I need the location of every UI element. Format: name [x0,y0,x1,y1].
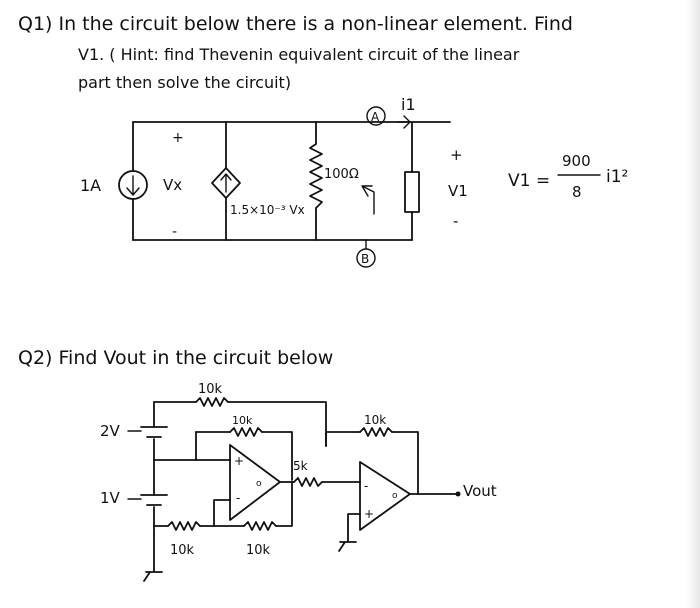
resistor-top-outer-symbol [195,397,229,407]
resistor-bottom-right-symbol [243,521,277,531]
vx-plus-sign: + [172,130,184,146]
opamp1-plus-sign: + [234,454,244,468]
ground-left-icon [143,534,163,582]
current-i1-arrow-icon [397,115,411,129]
q1-circuit: 1A + Vx - 1.5×10⁻³ Vx 100Ω A B i1 + V1 -… [80,95,628,268]
battery-1v-label: 1V [100,489,121,507]
opamp1-symbol [229,444,281,521]
opamp2-plus-sign: + [364,507,374,521]
opamp2-minus-sign: - [364,479,368,493]
equation-numerator: 900 [562,152,591,170]
q2-circuit: 2V 1V 10k 10k + - o 5k [100,382,497,582]
vout-label: Vout [463,482,497,500]
current-source-arrow-icon [126,175,140,196]
resistor-top-outer-label: 10k [198,382,223,397]
v1-plus-sign: + [450,146,463,164]
current-source-label: 1A [80,176,101,195]
resistor-100-label: 100Ω [324,167,359,182]
opamp2-symbol [359,461,411,531]
opamp2-output-mark: o [392,491,398,501]
q1-prompt-line1: Q1) In the circuit below there is a non-… [18,13,573,35]
q2-prompt: Q2) Find Vout in the circuit below [18,347,333,369]
vx-label: Vx [163,176,182,194]
feedback1-wire-right [261,431,293,481]
v1-label: V1 [448,182,468,200]
v1-minus-sign: - [453,212,458,230]
resistor-bottom-left-symbol [167,521,201,531]
node-a-label: A [371,110,380,124]
opamp1-minus-sign: - [236,491,240,505]
equation-denominator: 8 [572,183,582,201]
resistor-feedback1-symbol [229,427,263,437]
resistor-5k-label: 5k [293,459,308,473]
nonlinear-element-symbol [404,171,420,213]
feedback2-wire-right [391,431,419,495]
resistor-feedback2-symbol [359,427,393,437]
vx-minus-sign: - [172,224,177,240]
vout-terminal [455,491,461,497]
resistor-bottom-right-label: 10k [246,543,271,558]
dependent-source-symbol [211,167,241,199]
resistor-feedback1-label: 10k [232,414,253,427]
equation-rhs: i1² [606,167,628,187]
q1-prompt-line3: part then solve the circuit) [78,73,291,92]
resistor-bottom-left-label: 10k [170,543,195,558]
ground-right-icon [338,513,361,552]
opamp1-output-mark: o [256,479,262,489]
opamp1-minus-input-wire [213,499,231,527]
feedback2-wire-left [325,431,361,447]
current-i1-label: i1 [401,95,416,114]
resistor-100-symbol [309,143,323,209]
resistor-feedback2-label: 10k [364,413,386,427]
dependent-source-arrow-icon [220,173,232,193]
page-edge-shadow [686,0,700,608]
equation-lhs: V1 = [508,171,550,191]
node-b-label: B [361,252,369,266]
node-a-marker [366,106,386,126]
q1-prompt-line2: V1. ( Hint: find Thevenin equivalent cir… [78,45,520,64]
dependent-source-label: 1.5×10⁻³ Vx [230,203,305,217]
bottom-wire-right [275,481,293,527]
current-source-symbol [118,170,148,200]
thevenin-arrow-icon [361,185,375,215]
battery-2v-label: 2V [100,422,121,440]
resistor-5k-symbol [293,477,323,487]
